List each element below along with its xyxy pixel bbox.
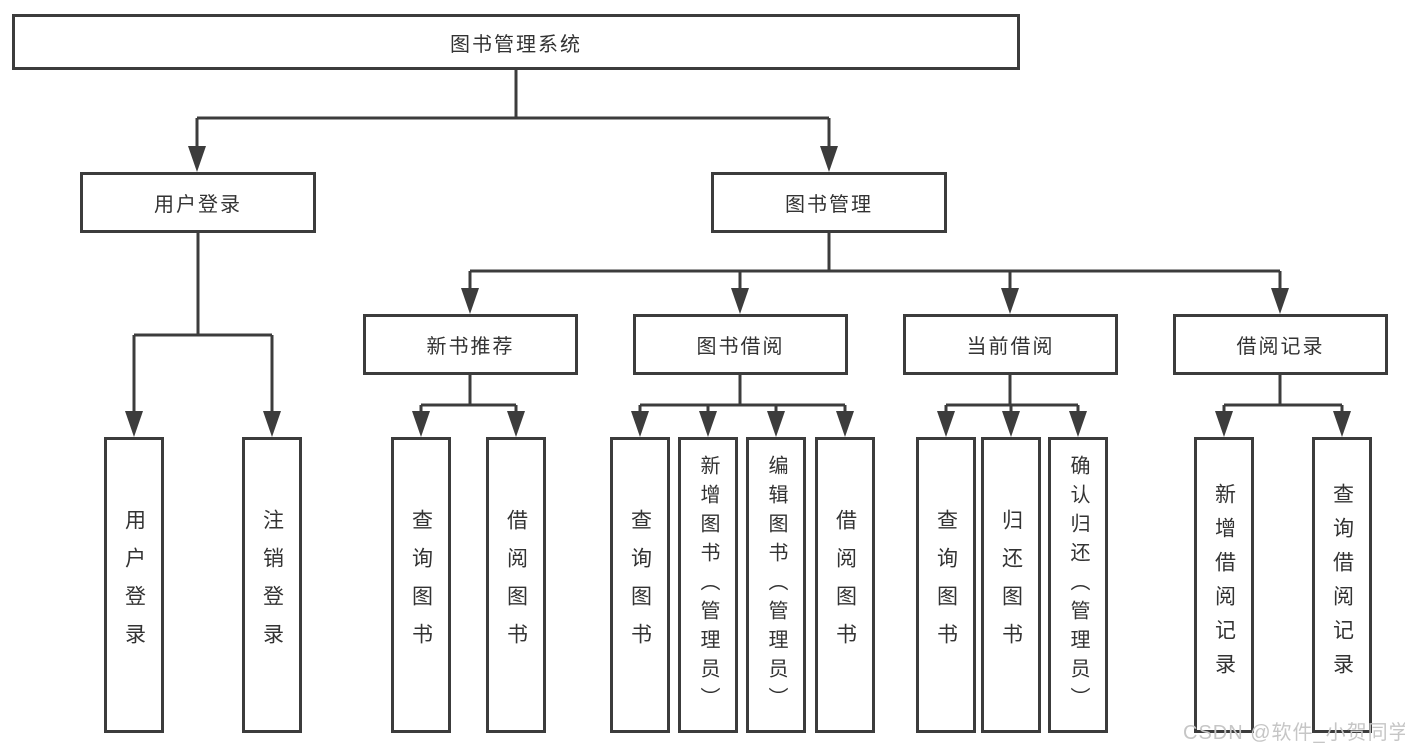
arrowheads <box>125 146 1351 437</box>
leaf-current-query: 查询图书 <box>916 437 976 733</box>
leaf-borrow-edit-admin: 编辑图书（管理员） <box>746 437 806 733</box>
node-user-login: 用户登录 <box>80 172 316 233</box>
node-new-book-recommend-label: 新书推荐 <box>426 336 515 358</box>
node-borrow-records: 借阅记录 <box>1173 314 1388 375</box>
node-current-borrow: 当前借阅 <box>903 314 1118 375</box>
leaf-newbooks-query: 查询图书 <box>391 437 451 733</box>
leaf-user-login-label: 用户登录 <box>122 509 146 661</box>
node-user-login-label: 用户登录 <box>154 194 242 216</box>
leaf-borrow-query-label: 查询图书 <box>628 509 652 661</box>
leaf-records-query: 查询借阅记录 <box>1312 437 1372 733</box>
leaf-borrow-add-admin: 新增图书（管理员） <box>678 437 738 733</box>
node-book-borrow: 图书借阅 <box>633 314 848 375</box>
leaf-logout-label: 注销登录 <box>260 509 284 661</box>
leaf-borrow-book-label: 借阅图书 <box>833 509 857 661</box>
node-borrow-records-label: 借阅记录 <box>1236 336 1325 358</box>
leaf-borrow-query: 查询图书 <box>610 437 670 733</box>
leaf-current-query-label: 查询图书 <box>934 509 958 661</box>
node-root: 图书管理系统 <box>12 14 1020 70</box>
leaf-records-add-label: 新增借阅记录 <box>1212 483 1236 687</box>
leaf-logout: 注销登录 <box>242 437 302 733</box>
csdn-watermark: CSDN @软件_小贺同学 <box>1183 722 1405 744</box>
node-new-book-recommend: 新书推荐 <box>363 314 578 375</box>
node-book-management: 图书管理 <box>711 172 947 233</box>
leaf-user-login: 用户登录 <box>104 437 164 733</box>
leaf-borrow-add-admin-label: 新增图书（管理员） <box>697 454 719 716</box>
leaf-borrow-book: 借阅图书 <box>815 437 875 733</box>
leaf-current-return-label: 归还图书 <box>999 509 1023 661</box>
node-book-management-label: 图书管理 <box>785 194 873 216</box>
leaf-records-add: 新增借阅记录 <box>1194 437 1254 733</box>
leaf-borrow-edit-admin-label: 编辑图书（管理员） <box>765 454 787 716</box>
node-root-label: 图书管理系统 <box>450 33 582 56</box>
leaf-current-confirm-return-admin-label: 确认归还（管理员） <box>1067 454 1089 716</box>
leaf-newbooks-borrow: 借阅图书 <box>486 437 546 733</box>
leaf-newbooks-query-label: 查询图书 <box>409 509 433 661</box>
node-current-borrow-label: 当前借阅 <box>966 336 1055 358</box>
leaf-records-query-label: 查询借阅记录 <box>1330 483 1354 687</box>
leaf-newbooks-borrow-label: 借阅图书 <box>504 509 528 661</box>
node-book-borrow-label: 图书借阅 <box>696 336 785 358</box>
leaf-current-return: 归还图书 <box>981 437 1041 733</box>
leaf-current-confirm-return-admin: 确认归还（管理员） <box>1048 437 1108 733</box>
